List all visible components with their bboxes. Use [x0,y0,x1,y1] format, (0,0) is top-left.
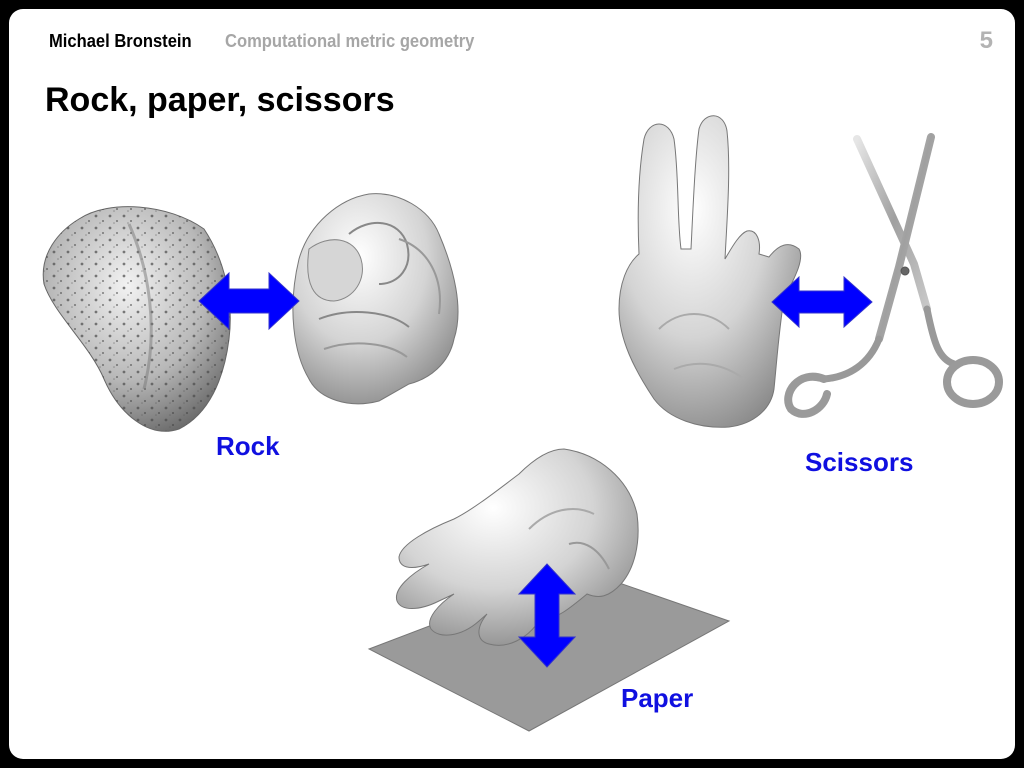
slide: Michael Bronstein Computational metric g… [9,9,1015,759]
label-scissors: Scissors [805,447,914,477]
fist-icon [292,193,459,405]
slide-title: Rock, paper, scissors [45,81,395,119]
double-arrow-icon [517,563,577,668]
label-rock: Rock [216,431,280,461]
rock-icon [42,206,231,432]
flat-hand-icon [395,448,639,646]
two-finger-hand-icon [618,115,802,428]
scissors-icon [784,133,1003,418]
double-arrow-icon [771,275,873,329]
slide-number: 5 [979,27,993,54]
label-paper: Paper [621,683,694,713]
double-arrow-icon [198,271,300,331]
illustration [42,115,1003,732]
header-author: Michael Bronstein [49,31,192,51]
header-course-title: Computational metric geometry [225,31,475,51]
